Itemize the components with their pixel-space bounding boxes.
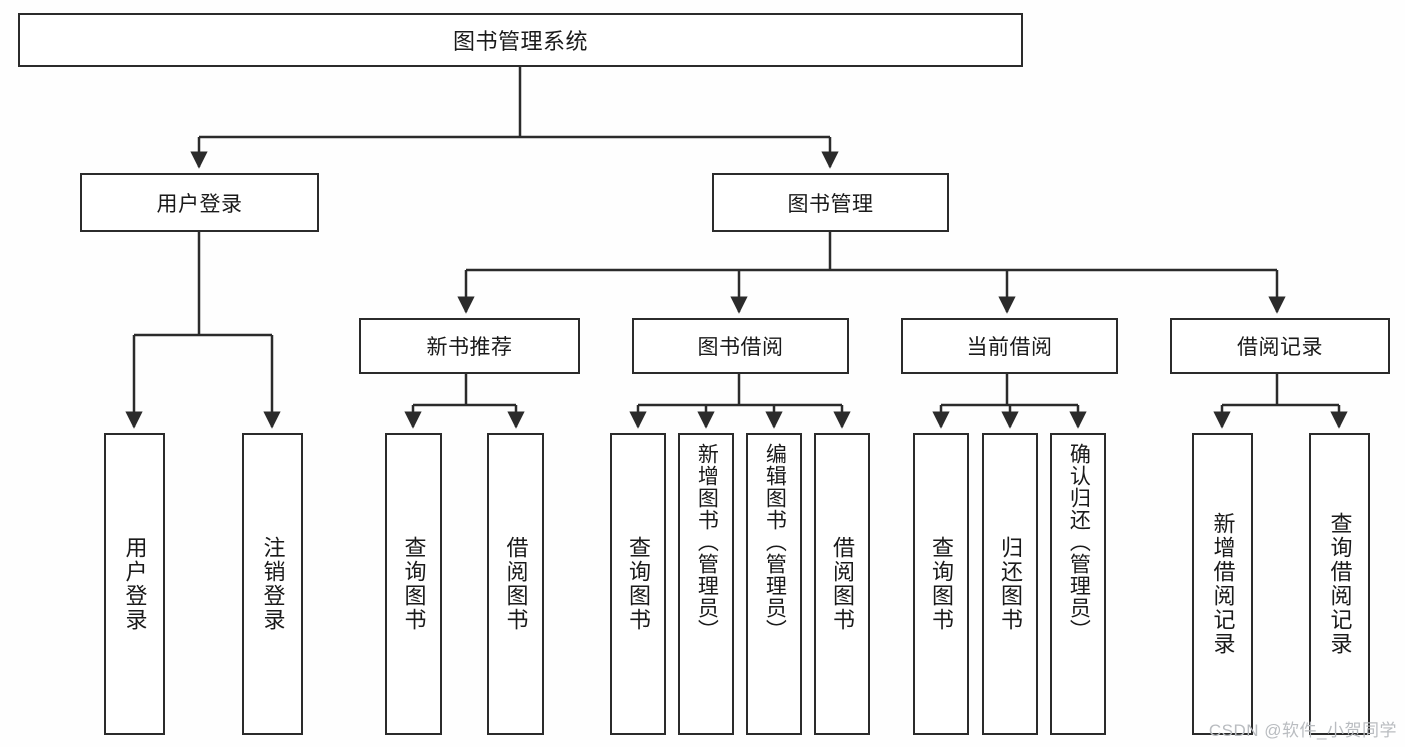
node-leaf-query-book-current[interactable]: 查询图书: [913, 433, 969, 735]
node-leaf-user-login[interactable]: 用户登录: [104, 433, 165, 735]
node-leaf-confirm-return[interactable]: 确认归还（管理员）: [1050, 433, 1106, 735]
node-leaf-borrow-book[interactable]: 借阅图书: [814, 433, 870, 735]
node-leaf-query-book-rec[interactable]: 查询图书: [385, 433, 442, 735]
node-book-borrow[interactable]: 图书借阅: [632, 318, 849, 374]
node-current-borrow[interactable]: 当前借阅: [901, 318, 1118, 374]
node-borrow-record[interactable]: 借阅记录: [1170, 318, 1390, 374]
node-leaf-query-record[interactable]: 查询借阅记录: [1309, 433, 1370, 735]
node-user-login[interactable]: 用户登录: [80, 173, 319, 232]
csdn-watermark: CSDN @软件_小贺同学: [1208, 721, 1397, 740]
node-new-book-rec[interactable]: 新书推荐: [359, 318, 580, 374]
node-leaf-add-record[interactable]: 新增借阅记录: [1192, 433, 1253, 735]
node-leaf-borrow-book-rec[interactable]: 借阅图书: [487, 433, 544, 735]
node-book-manage[interactable]: 图书管理: [712, 173, 949, 232]
node-leaf-query-book-borrow[interactable]: 查询图书: [610, 433, 666, 735]
node-leaf-return-book[interactable]: 归还图书: [982, 433, 1038, 735]
node-leaf-add-book[interactable]: 新增图书（管理员）: [678, 433, 734, 735]
node-leaf-logout[interactable]: 注销登录: [242, 433, 303, 735]
node-leaf-edit-book[interactable]: 编辑图书（管理员）: [746, 433, 802, 735]
node-root[interactable]: 图书管理系统: [18, 13, 1023, 67]
